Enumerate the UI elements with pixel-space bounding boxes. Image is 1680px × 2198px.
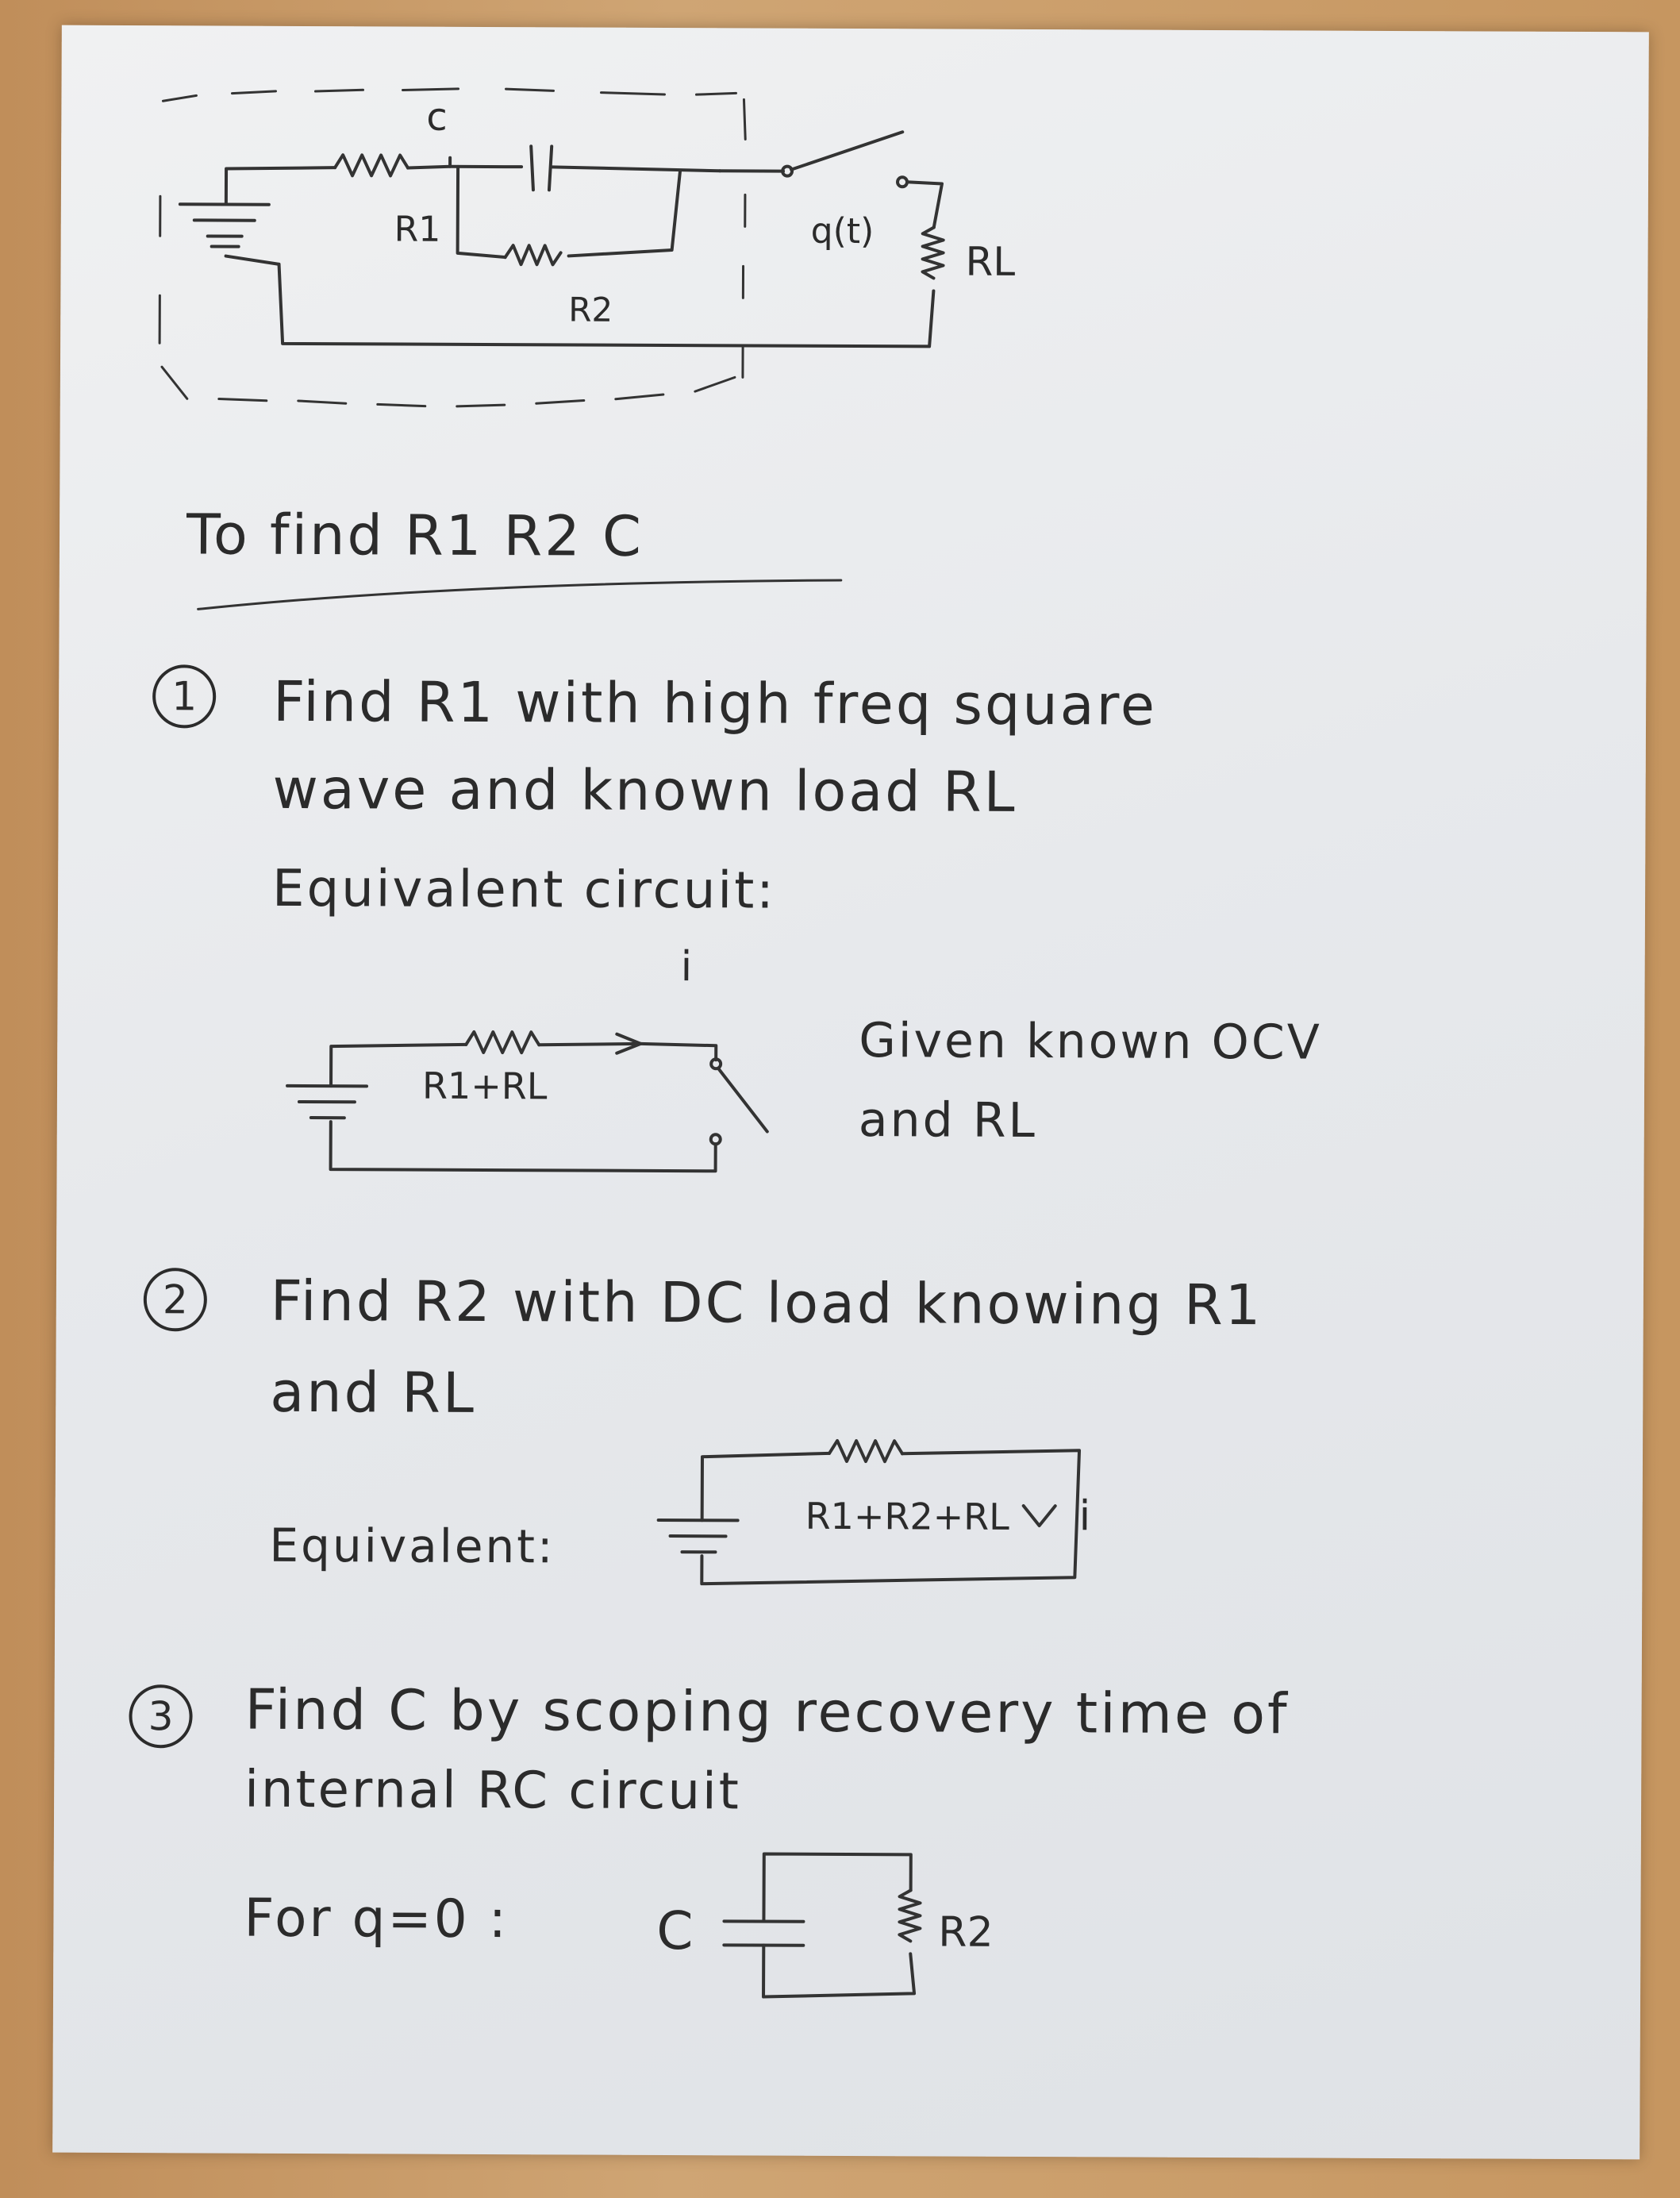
top-label-switch: q(t)	[811, 211, 875, 252]
step2-equivalent-circuit: R1+R2+RL i	[656, 1438, 1091, 1586]
step2-resistor-zigzag	[828, 1438, 905, 1464]
r1-zigzag	[333, 153, 410, 178]
step3-equivalent-circuit: C R2	[656, 1852, 994, 1999]
notebook-page: c R1 R2 q(t) RL To find R1 R2 C 1 Find R…	[52, 25, 1649, 2160]
top-label-r2: R2	[568, 290, 613, 329]
step1-equivalent-circuit: i R1+RL	[286, 943, 769, 1173]
step1-resistor-label: R1+RL	[422, 1064, 548, 1108]
step3-resistor-zigzag	[898, 1888, 922, 1943]
r2-zigzag	[503, 244, 563, 267]
top-circuit-diagram: c R1 R2 q(t) RL	[158, 87, 1015, 408]
step3-res-label: R2	[938, 1908, 993, 1956]
heading-underline	[197, 579, 843, 610]
top-label-c: c	[426, 95, 448, 140]
step1-resistor-zigzag	[464, 1030, 541, 1055]
step2-resistor-label: R1+R2+RL	[805, 1495, 1010, 1538]
top-label-rl: RL	[965, 239, 1015, 285]
step1-current-label: i	[681, 943, 693, 991]
step3-cap-label: C	[656, 1900, 693, 1961]
step2-current-label: i	[1079, 1492, 1091, 1540]
top-label-r1: R1	[394, 209, 441, 249]
rl-zigzag	[921, 225, 945, 280]
